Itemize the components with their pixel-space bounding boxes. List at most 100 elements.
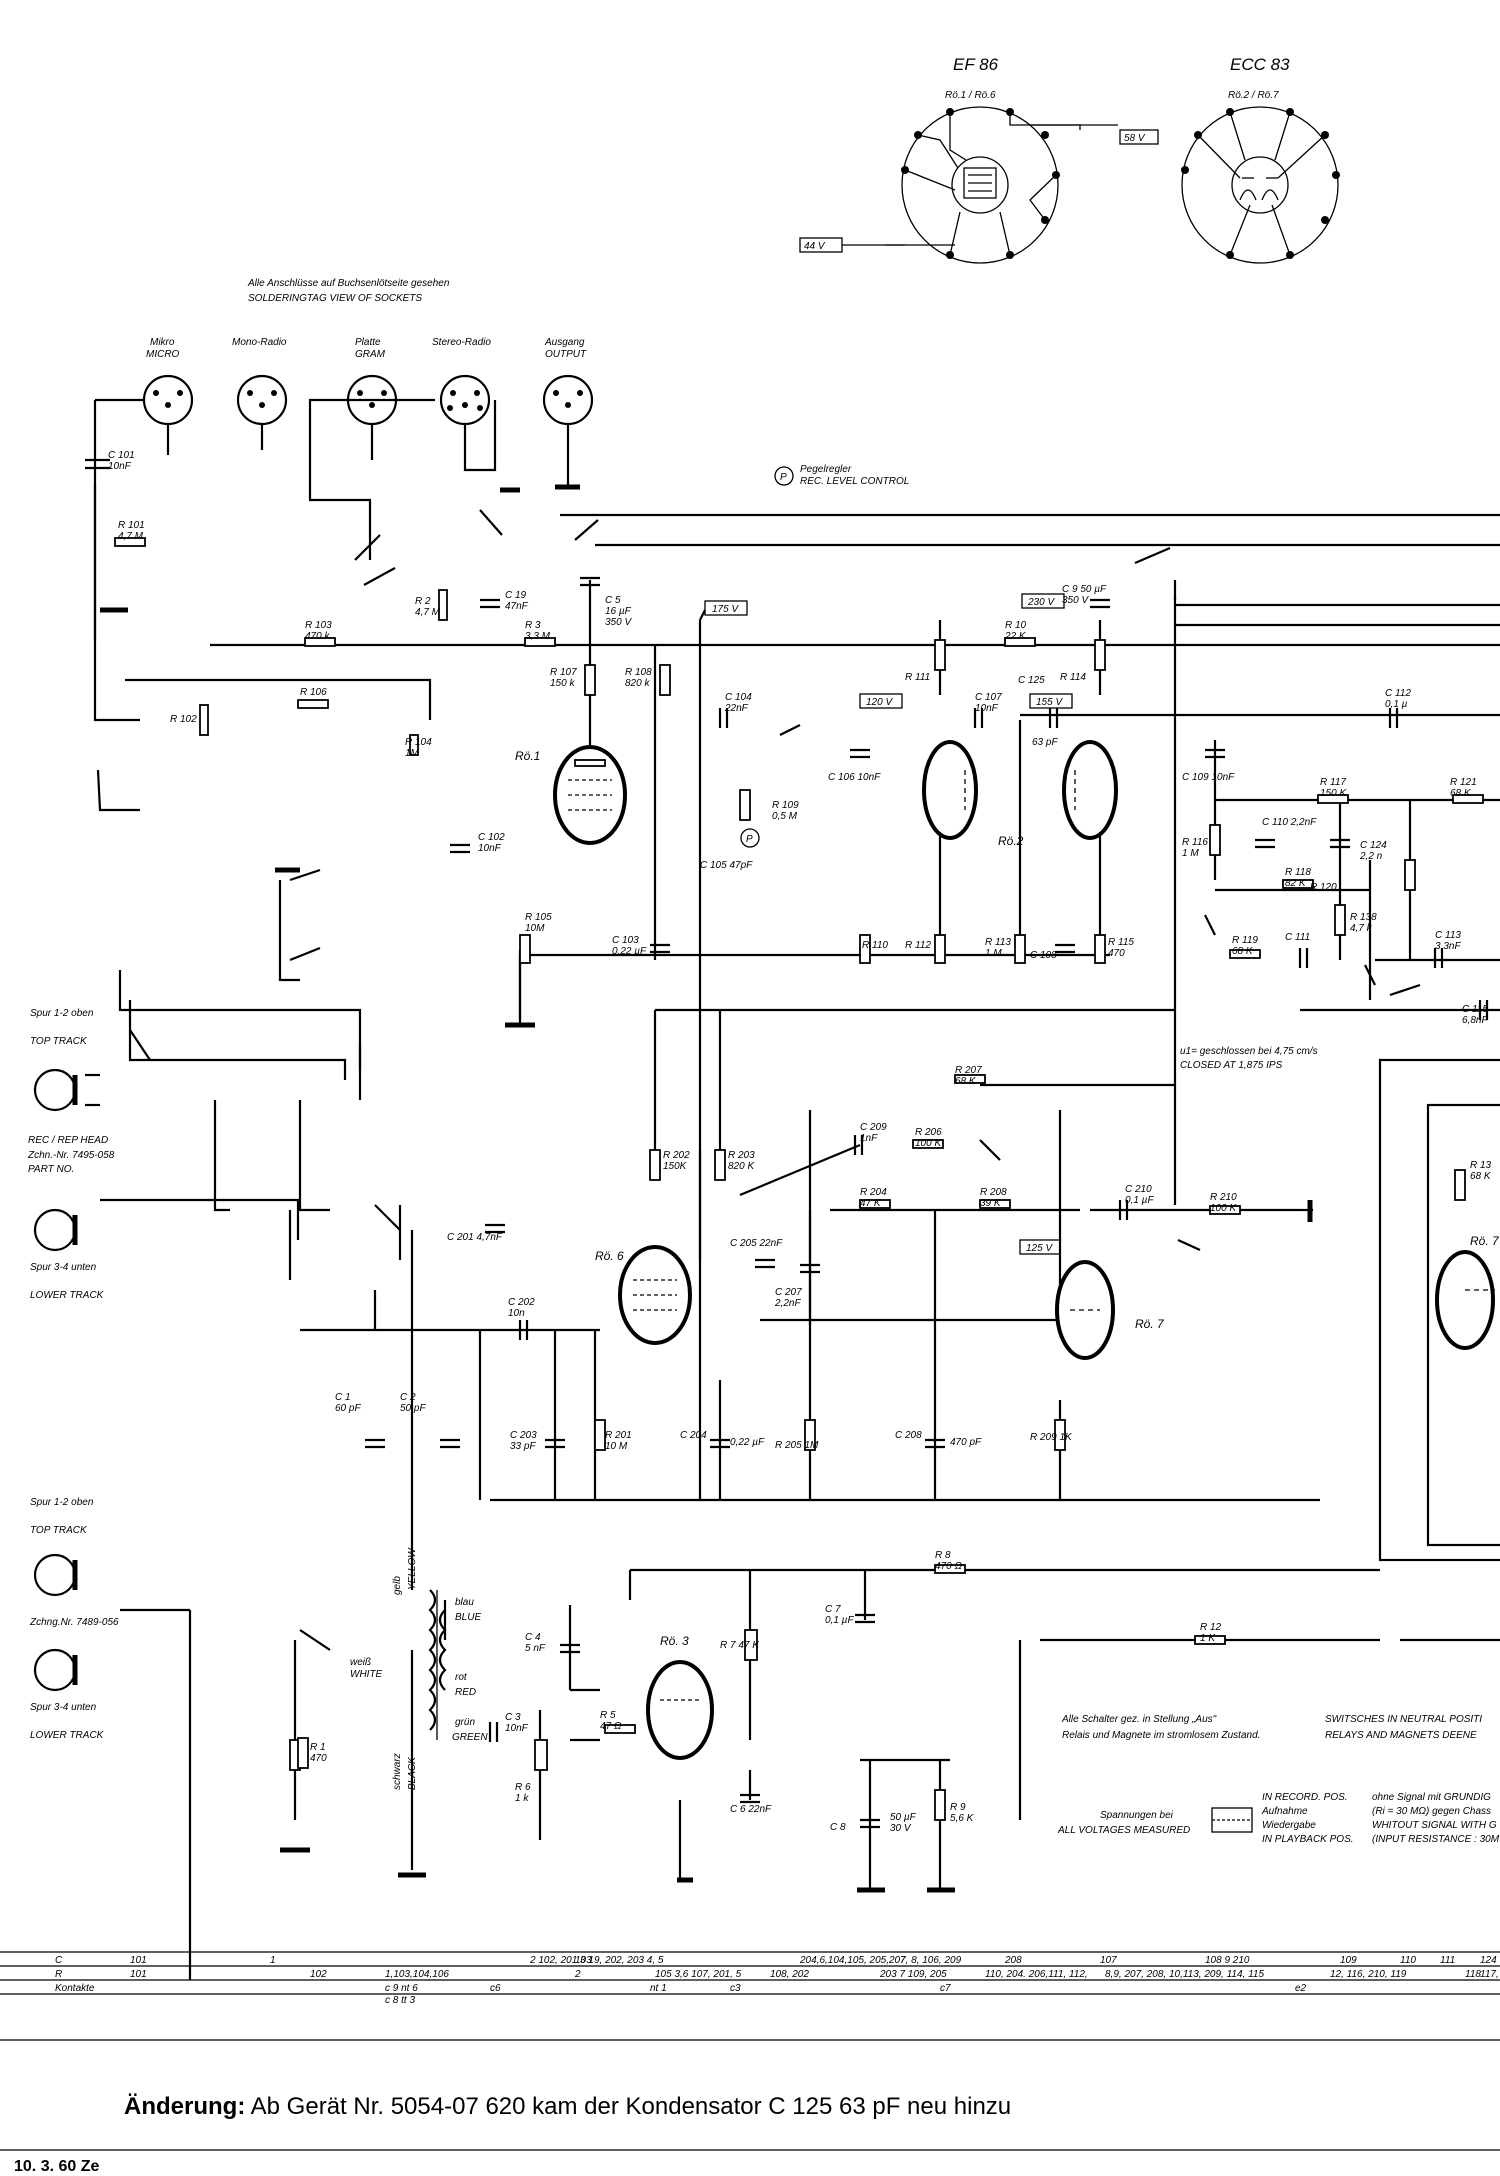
label-c201: C 201 4,7nF [447, 1232, 503, 1243]
change-label: Änderung: [124, 2093, 246, 2120]
table-cell: 124 [1480, 1955, 1497, 1966]
label-c109: C 109 10nF [1182, 772, 1235, 783]
cap-c101 [85, 458, 110, 470]
table-cell: 107 [1100, 1955, 1117, 1966]
cap-c104 [718, 708, 729, 728]
switch-state-de: Alle Schalter gez. in Stellung „Aus" [1061, 1714, 1217, 1725]
table-cell: 203 7 109, 205 [879, 1969, 947, 1980]
cap-c205 [755, 1258, 775, 1269]
cap-c204 [710, 1438, 730, 1449]
table-cell: c 8 tt 3 [385, 1995, 415, 2006]
table-cell: nt 1 [650, 1983, 667, 1994]
cap-c7 [855, 1613, 875, 1624]
table-cell: 12, 116, 210, 119 [1330, 1969, 1407, 1980]
switch-state-de2: Relais und Magnete im stromlosem Zustand… [1062, 1730, 1260, 1741]
tube-pinout-ef86 [799, 106, 1159, 264]
wire-white-de: weiß [350, 1657, 371, 1668]
cap-c103 [650, 943, 670, 954]
tube1-type: EF 86 [953, 55, 999, 74]
socket-stereo-radio [439, 374, 491, 426]
tube2-ref: Rö.2 / Rö.7 [1228, 90, 1279, 101]
cap-c2 [440, 1438, 460, 1449]
voltage-155v: 155 V [1036, 697, 1063, 708]
table-cell: 117, 128 [1480, 1969, 1500, 1980]
voltage-230v: 230 V [1027, 597, 1055, 608]
wire-green: GREEN [452, 1732, 488, 1743]
tube1-voltage2: 44 V [804, 241, 826, 252]
socket-output-en: OUTPUT [545, 349, 587, 360]
wire-green-de: grün [455, 1717, 475, 1728]
tube1-voltage: 58 V [1124, 133, 1146, 144]
label-c208: C 208 [895, 1430, 922, 1441]
table-cell: 1,103,104,106 [385, 1969, 449, 1980]
label-c8: C 8 [830, 1822, 846, 1833]
wire-blue-de: blau [455, 1597, 474, 1608]
table-cell: 109 [1340, 1955, 1357, 1966]
table-row-label: Kontakte [55, 1983, 95, 1994]
cap-c4 [560, 1643, 580, 1654]
label-c105: C 105 47pF [700, 860, 753, 871]
tube-ro7-right [1435, 1250, 1495, 1350]
cap-c102 [450, 843, 470, 854]
wire-yellow: YELLOW [407, 1547, 418, 1590]
table-cell: 101 [130, 1969, 147, 1980]
label-c110: C 110 2,2nF [1262, 817, 1317, 828]
head-part-en: PART NO. [28, 1164, 74, 1175]
label-r205: R 205 1M [775, 1440, 819, 1451]
label-c111: C 111 [1285, 932, 1310, 943]
label-c106: C 106 10nF [828, 772, 881, 783]
head-part: Zchn.-Nr. 7495-058 [27, 1150, 115, 1161]
tube-pinout-ecc83 [1181, 106, 1340, 264]
cap-c8 [860, 1818, 880, 1829]
table-cell: 101 [130, 1955, 147, 1966]
cap-c202 [518, 1320, 529, 1340]
table-cell: 208 [1004, 1955, 1022, 1966]
cap-c1 [365, 1438, 385, 1449]
wire-blue: BLUE [455, 1612, 481, 1623]
label-c125: C 125 [1018, 675, 1045, 686]
track34-de: Spur 3-4 unten [30, 1262, 97, 1273]
cap-c111 [1298, 948, 1309, 968]
voltage-en: ALL VOLTAGES MEASURED [1057, 1825, 1190, 1836]
cap-c110 [1255, 838, 1275, 849]
cap-c106 [850, 748, 870, 759]
switch-note-en: CLOSED AT 1,875 IPS [1180, 1060, 1283, 1071]
voltage-125v: 125 V [1026, 1243, 1053, 1254]
erase-head-upper [33, 1553, 78, 1597]
label-r7: R 7 47 K [720, 1640, 760, 1651]
socket-gram-de: Platte [355, 337, 381, 348]
label-r110: R 110 [862, 940, 888, 951]
tube-ro1-label: Rö.1 [515, 749, 540, 763]
change-note: Änderung: Ab Gerät Nr. 5054-07 620 kam d… [124, 2093, 1011, 2121]
table-cell: c6 [490, 1983, 501, 1994]
head2-part: Zchng.Nr. 7489-056 [29, 1617, 119, 1628]
switches [129, 509, 1421, 1651]
track12b-de: Spur 1-2 oben [30, 1497, 94, 1508]
